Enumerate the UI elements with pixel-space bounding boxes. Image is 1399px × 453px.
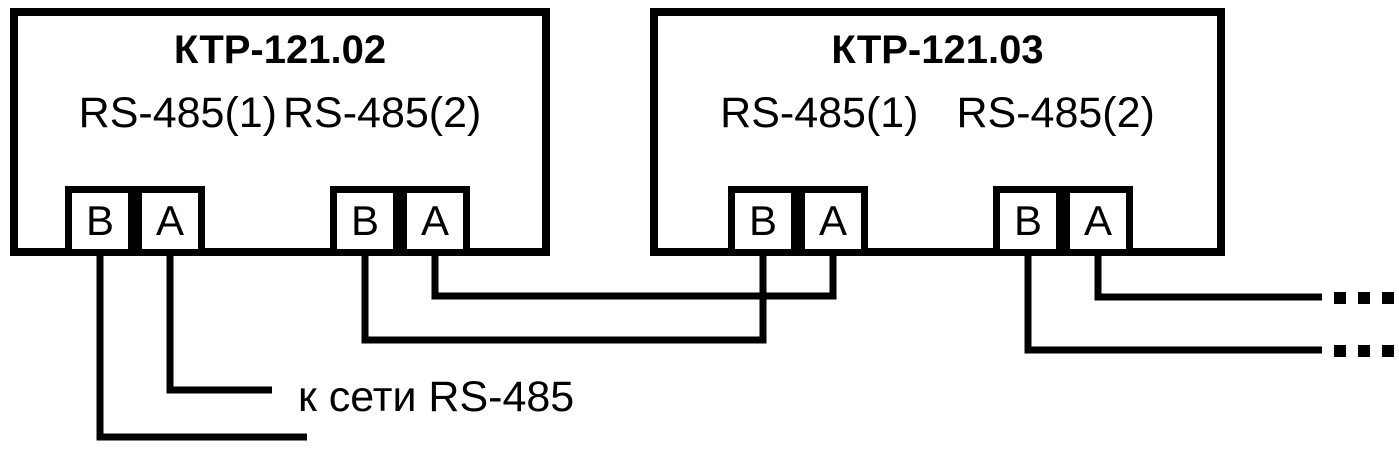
device-title: КТР-121.03 bbox=[831, 28, 1044, 72]
terminal-b: В bbox=[330, 186, 400, 256]
wire-right-b-out bbox=[1024, 250, 1322, 354]
wire-a-to-a bbox=[431, 250, 837, 300]
wire-left-a-network bbox=[166, 250, 272, 394]
terminal-b: В bbox=[728, 186, 798, 256]
port-label-rs485-2: RS-485(2) bbox=[283, 89, 482, 137]
terminal-a: А bbox=[1063, 186, 1133, 256]
port-labels: RS-485(1) RS-485(2) bbox=[720, 88, 1155, 138]
terminal-b: В bbox=[65, 186, 135, 256]
terminal-a: А bbox=[400, 186, 470, 256]
network-label: к сети RS-485 bbox=[292, 372, 575, 422]
terminal-a: А bbox=[798, 186, 868, 256]
continuation-dots bbox=[1334, 292, 1394, 357]
terminal-a: А bbox=[135, 186, 205, 256]
port-label-rs485-1: RS-485(1) bbox=[720, 89, 919, 137]
terminal-b: В bbox=[993, 186, 1063, 256]
wire-right-a-out bbox=[1094, 250, 1322, 301]
device-title: КТР-121.02 bbox=[173, 28, 387, 72]
port-label-rs485-1: RS-485(1) bbox=[78, 89, 277, 137]
port-labels: RS-485(1) RS-485(2) bbox=[79, 88, 482, 138]
wire-left-b-network bbox=[96, 250, 307, 441]
port-label-rs485-2: RS-485(2) bbox=[956, 89, 1155, 137]
